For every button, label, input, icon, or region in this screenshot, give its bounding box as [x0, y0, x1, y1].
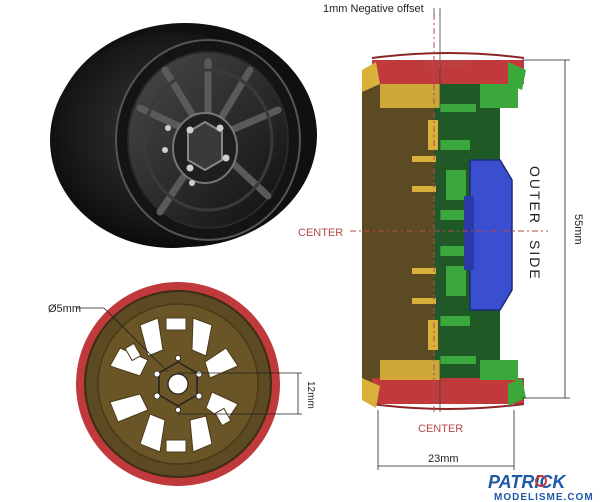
wheel-cross-section [362, 52, 526, 410]
offset-label: 1mm Negative offset [323, 3, 424, 15]
hole-leader-line [76, 307, 169, 373]
brand-site: MODELISME.COM [494, 492, 594, 502]
width-label: 23mm [428, 453, 459, 465]
brand-name: PATRICK [488, 472, 567, 492]
center-top-label: CENTER [423, 59, 468, 71]
center-bottom-label: CENTER [418, 423, 463, 435]
wheel-render [50, 23, 317, 248]
side-label: SIDE [527, 240, 543, 281]
outer-label: OUTER [527, 166, 543, 225]
hex-size-label: 12mm [305, 381, 316, 409]
height-label: 55mm [572, 214, 584, 245]
hole-diameter-label: Ø5mm [48, 303, 81, 315]
center-left-label: CENTER [298, 227, 343, 239]
wheel-face-diagram [76, 282, 302, 486]
brand-logo: PATRICK MODELISME.COM [488, 472, 594, 502]
brand-signal-icon [535, 475, 547, 487]
